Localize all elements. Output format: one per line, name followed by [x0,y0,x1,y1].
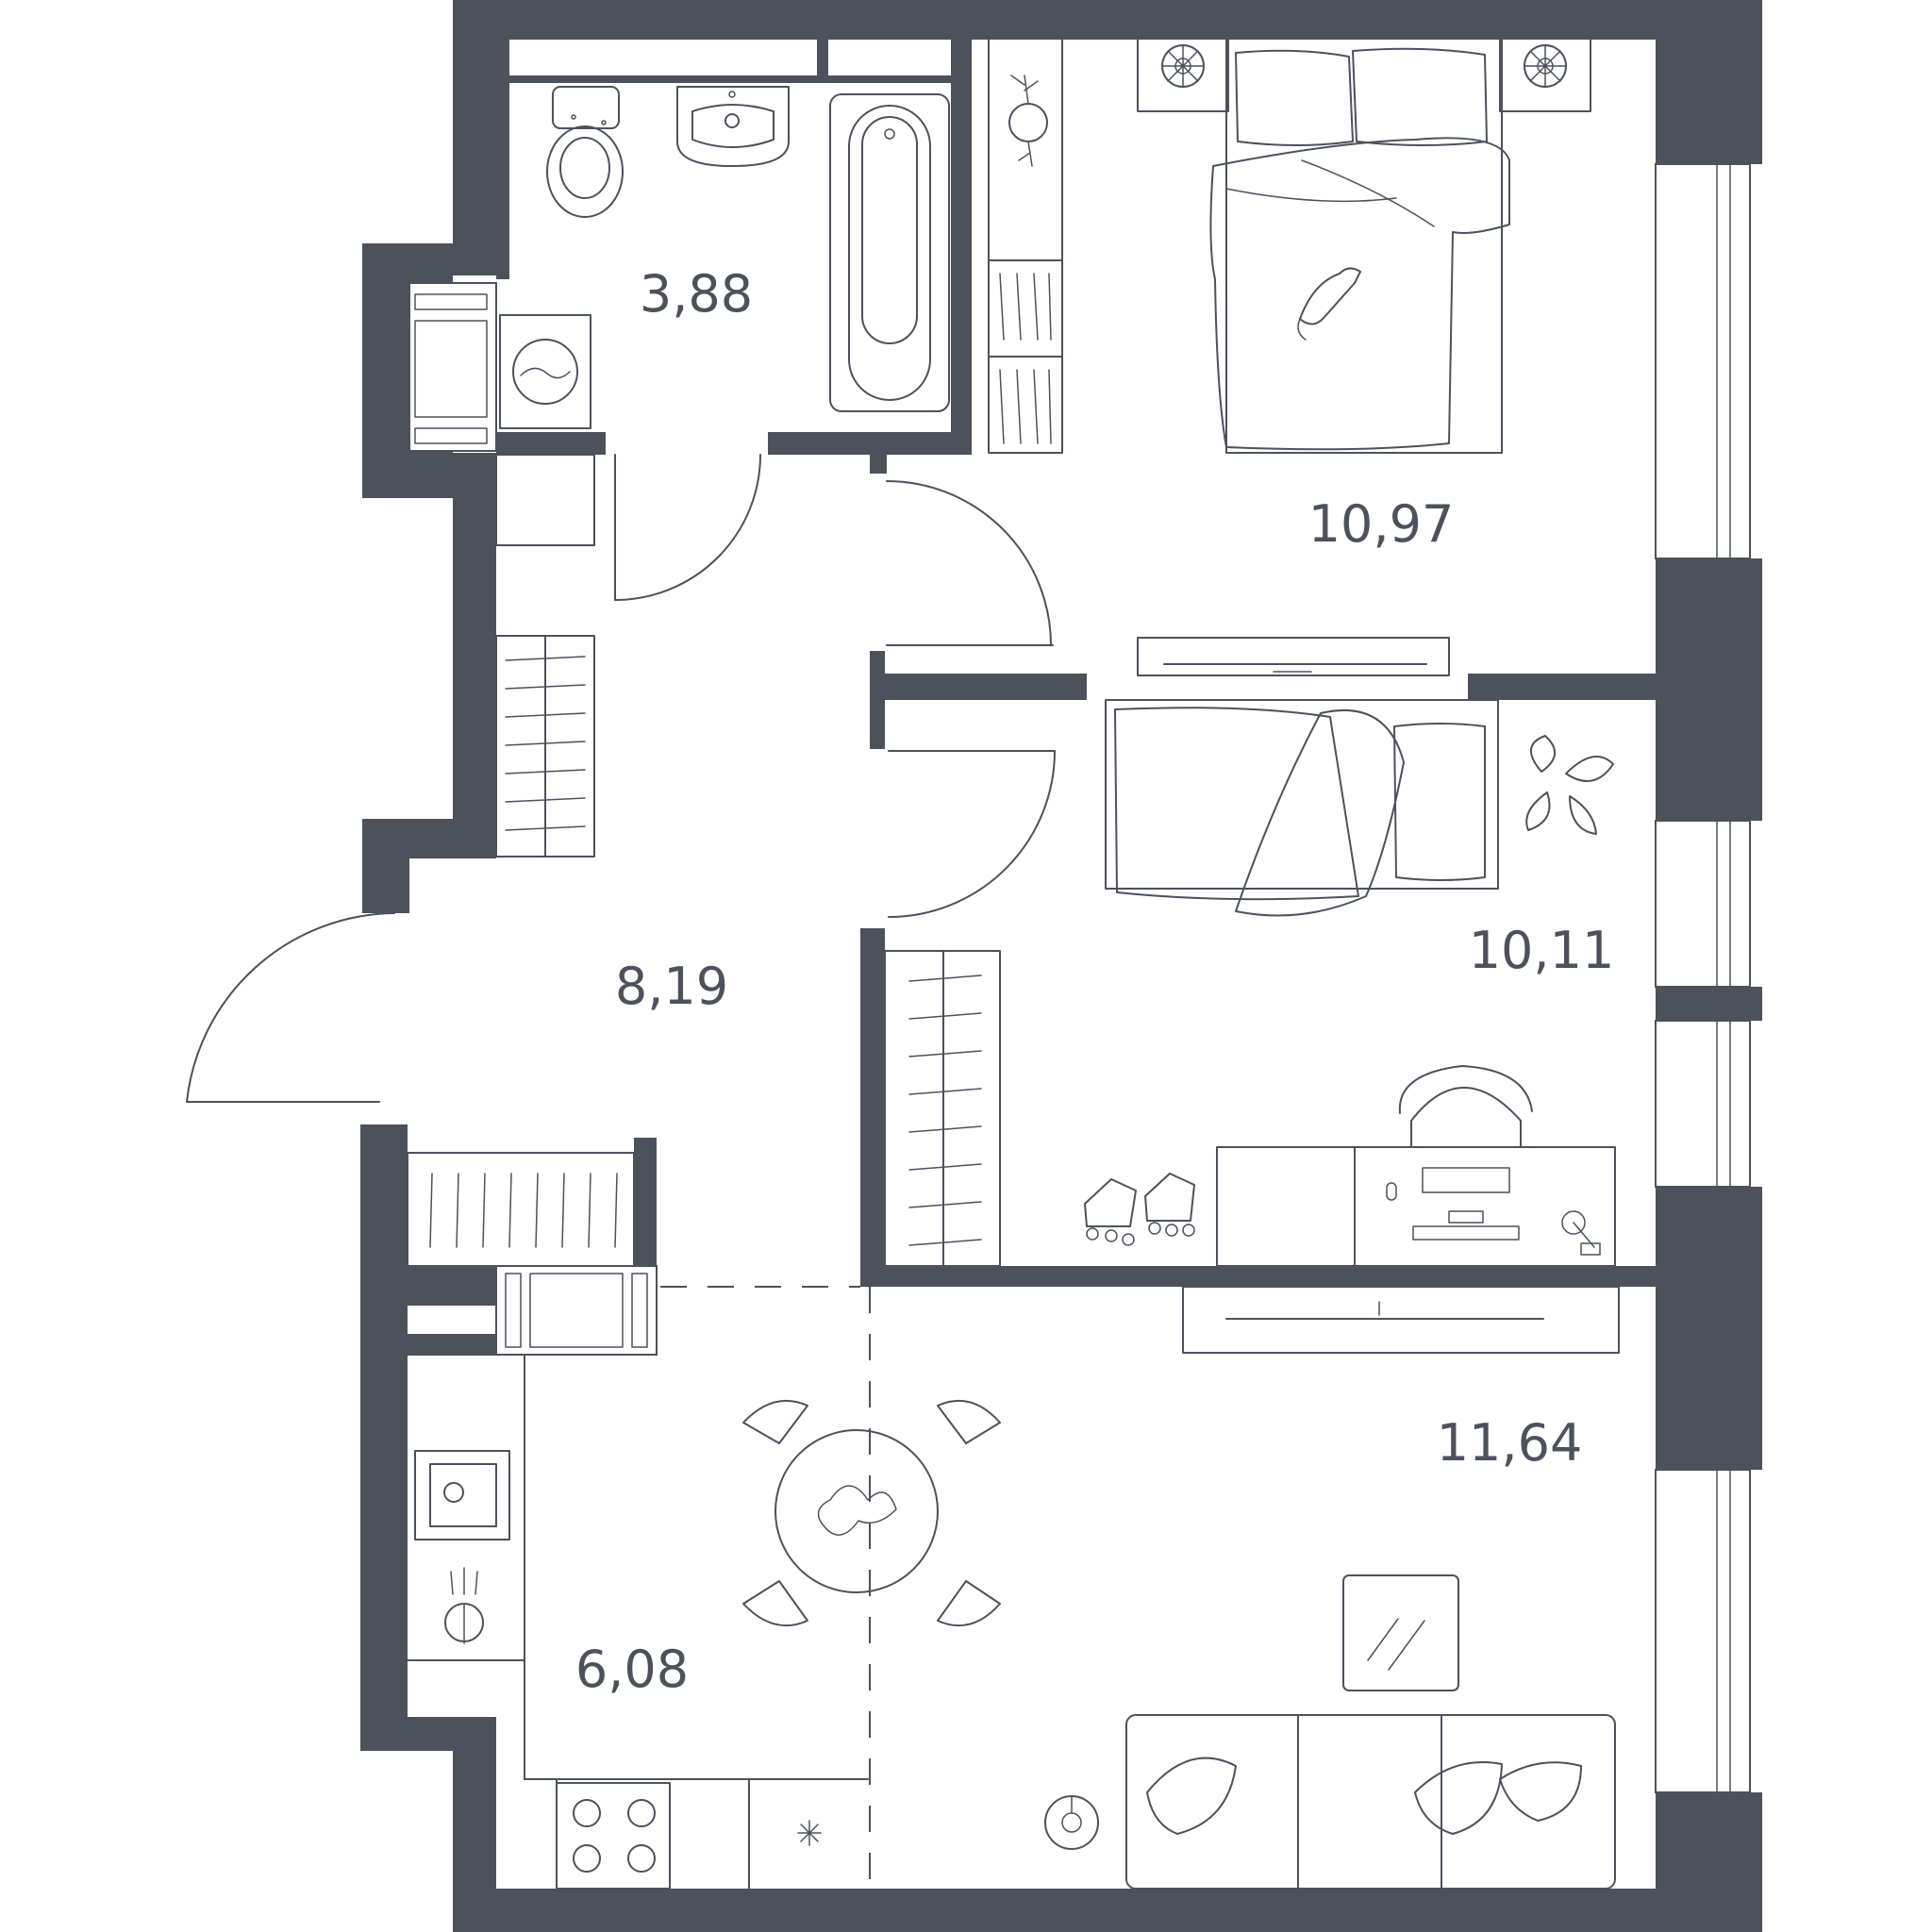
window-kids-room-1 [1655,820,1751,988]
area-label-kitchen: 6,08 [575,1640,689,1699]
plant-icon-bathroom [1008,75,1048,167]
wardrobe-icon-kids [884,950,1001,1267]
sofa-icon [1125,1714,1616,1890]
single-bed-icon [1105,699,1499,917]
chair-icon [1398,1065,1533,1148]
window-living-room [1655,1469,1751,1793]
area-label-kids-room: 10,11 [1469,921,1615,980]
robot-vacuum-icon [1044,1795,1099,1850]
bathroom-door [614,454,761,601]
tv-icon-living [1182,1286,1620,1354]
bathtub-icon [829,93,950,412]
sink-icon [676,86,790,167]
cat-icon [1297,267,1361,341]
kitchen-wardrobe [407,1152,635,1267]
faucet-icon [444,1567,484,1644]
window-bedroom [1655,163,1751,559]
coffee-table-icon [1342,1574,1459,1691]
dining-table-icon [742,1399,1001,1627]
window-kitchen [495,1265,658,1356]
wardrobe-icon-hallway [495,635,595,858]
area-label-bedroom: 10,97 [1308,494,1455,554]
zone-dividers [660,1286,871,1889]
rollerblades-icon [1084,1173,1195,1246]
nightstand-right [1499,37,1591,112]
area-label-hallway: 8,19 [615,957,728,1016]
bedroom-door [886,480,1054,646]
area-label-living-room: 11,64 [1437,1413,1583,1473]
washing-machine-icon [499,314,591,429]
nightstand-left [1137,37,1229,112]
entrance-door [186,912,395,1103]
windows [408,163,1751,1793]
sink-icon-kitchen [414,1450,510,1541]
hallway-shelf [495,454,595,546]
area-label-bathroom: 3,88 [640,264,753,324]
window-kids-room-2 [1655,1020,1751,1188]
window-bathroom [408,282,497,452]
desk-icon [1216,1146,1616,1267]
stove-icon [556,1782,671,1890]
doors [186,454,1056,1103]
tv-icon-bedroom [1137,637,1450,676]
bathroom-cabinet [988,37,1063,454]
plant-icon-kids [1525,735,1614,835]
wardrobe-icon-bathroom [999,273,1052,444]
toilet-icon [546,86,624,218]
fridge-icon [797,1820,822,1846]
area-labels: 3,88 10,97 8,19 10,11 6,08 11,64 [575,264,1614,1699]
double-bed-icon [1209,37,1510,454]
kids-room-door [888,750,1056,918]
